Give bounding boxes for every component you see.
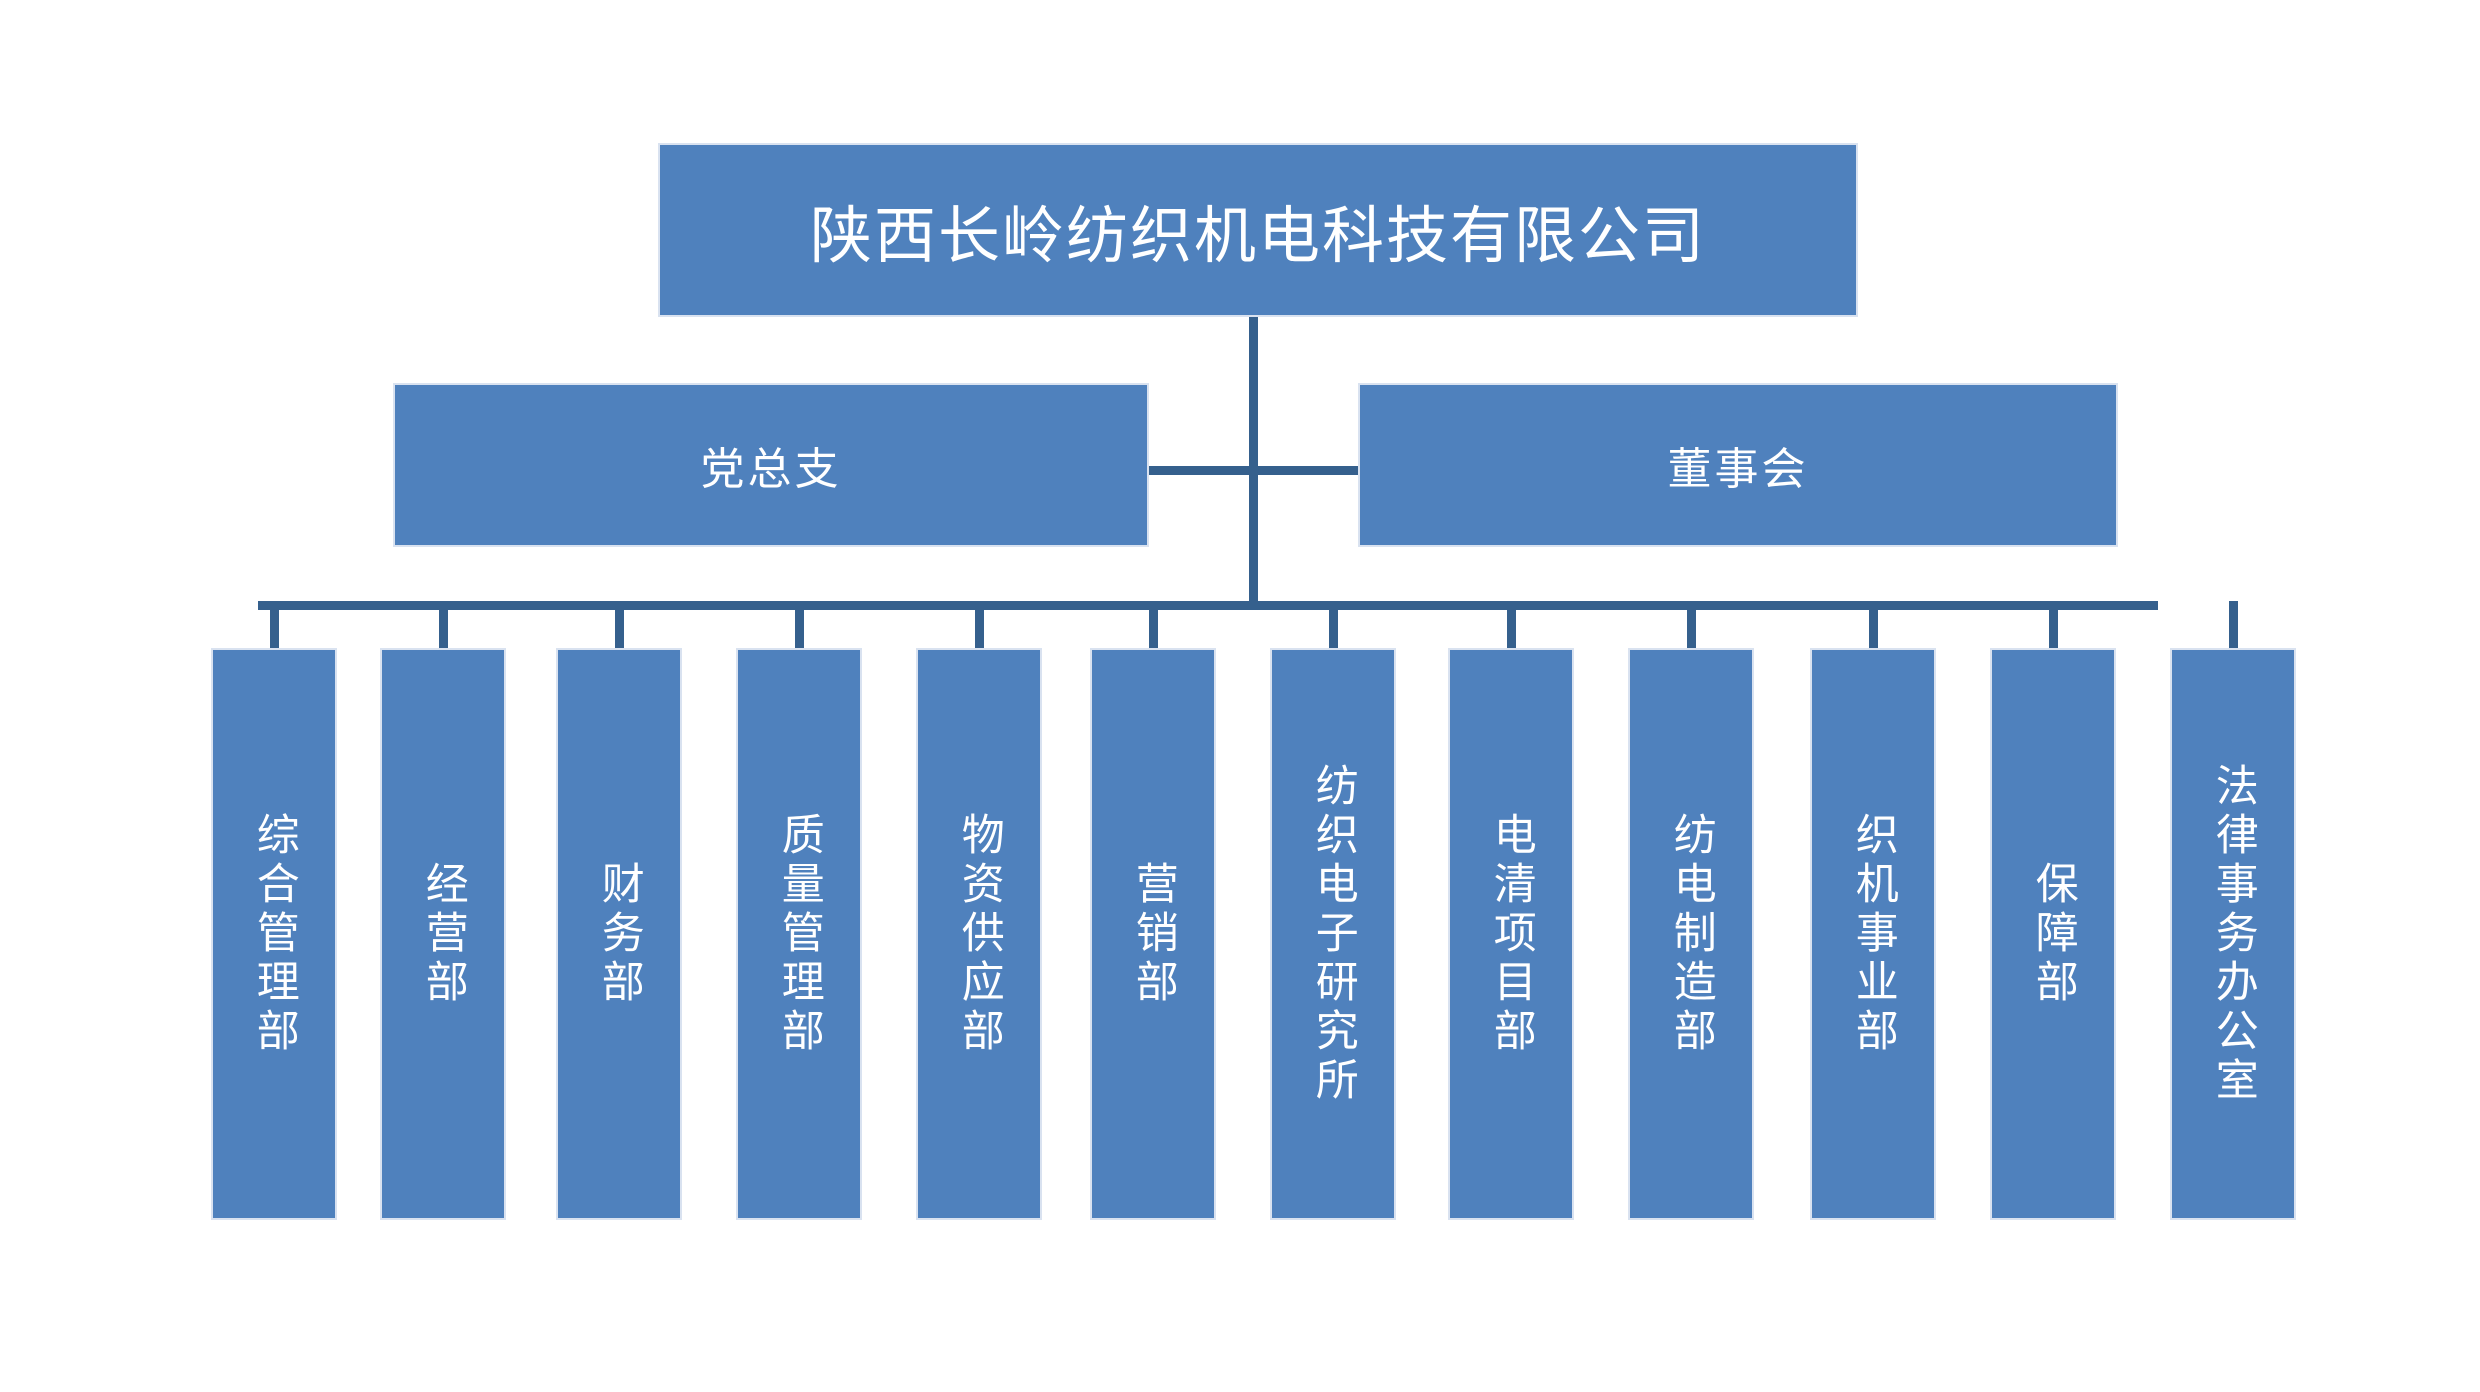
org-node-department-12-label: 法律事务办公室 [2209,762,2258,1106]
org-node-department-9-label: 纺电制造部 [1667,811,1716,1057]
org-node-department-3[interactable]: 财务部 [558,650,680,1218]
org-node-department-4[interactable]: 质量管理部 [738,650,860,1218]
org-node-department-11-label: 保障部 [2029,860,2078,1008]
org-node-department-11[interactable]: 保障部 [1992,650,2114,1218]
org-node-department-6-label: 营销部 [1129,860,1178,1008]
connector-trunk-upper [1249,315,1258,475]
org-node-department-5-label: 物资供应部 [955,811,1004,1057]
org-node-department-10-label: 织机事业部 [1849,811,1898,1057]
connector-drop-9 [1687,601,1696,653]
connector-drop-11 [2049,601,2058,653]
org-node-department-7[interactable]: 纺织电子研究所 [1272,650,1394,1218]
org-node-root[interactable]: 陕西长岭纺织机电科技有限公司 [660,145,1856,315]
connector-drop-12 [2229,601,2238,653]
org-node-department-1[interactable]: 综合管理部 [213,650,335,1218]
connector-trunk-lower [1249,466,1258,610]
connector-drop-7 [1329,601,1338,653]
connector-drop-10 [1869,601,1878,653]
connector-drop-2 [439,601,448,653]
org-node-department-10[interactable]: 织机事业部 [1812,650,1934,1218]
org-node-department-6[interactable]: 营销部 [1092,650,1214,1218]
org-node-department-5[interactable]: 物资供应部 [918,650,1040,1218]
org-node-board-of-directors-label: 董事会 [1667,445,1809,494]
connector-drop-8 [1507,601,1516,653]
connector-drop-3 [615,601,624,653]
connector-drop-5 [975,601,984,653]
org-node-department-8-label: 电清项目部 [1487,811,1536,1057]
connector-distribution-bar [258,601,2158,610]
connector-drop-1 [270,601,279,653]
org-node-department-7-label: 纺织电子研究所 [1309,762,1358,1106]
org-node-department-3-label: 财务部 [595,860,644,1008]
org-node-party-branch[interactable]: 党总支 [395,385,1147,545]
connector-drop-6 [1149,601,1158,653]
org-node-department-2[interactable]: 经营部 [382,650,504,1218]
org-node-department-4-label: 质量管理部 [775,811,824,1057]
connector-drop-4 [795,601,804,653]
org-node-department-9[interactable]: 纺电制造部 [1630,650,1752,1218]
org-node-party-branch-label: 党总支 [700,445,842,494]
org-node-department-2-label: 经营部 [419,860,468,1008]
org-node-board-of-directors[interactable]: 董事会 [1360,385,2116,545]
org-node-department-8[interactable]: 电清项目部 [1450,650,1572,1218]
org-node-department-12[interactable]: 法律事务办公室 [2172,650,2294,1218]
org-node-department-1-label: 综合管理部 [250,811,299,1057]
org-node-root-label: 陕西长岭纺织机电科技有限公司 [809,202,1706,271]
